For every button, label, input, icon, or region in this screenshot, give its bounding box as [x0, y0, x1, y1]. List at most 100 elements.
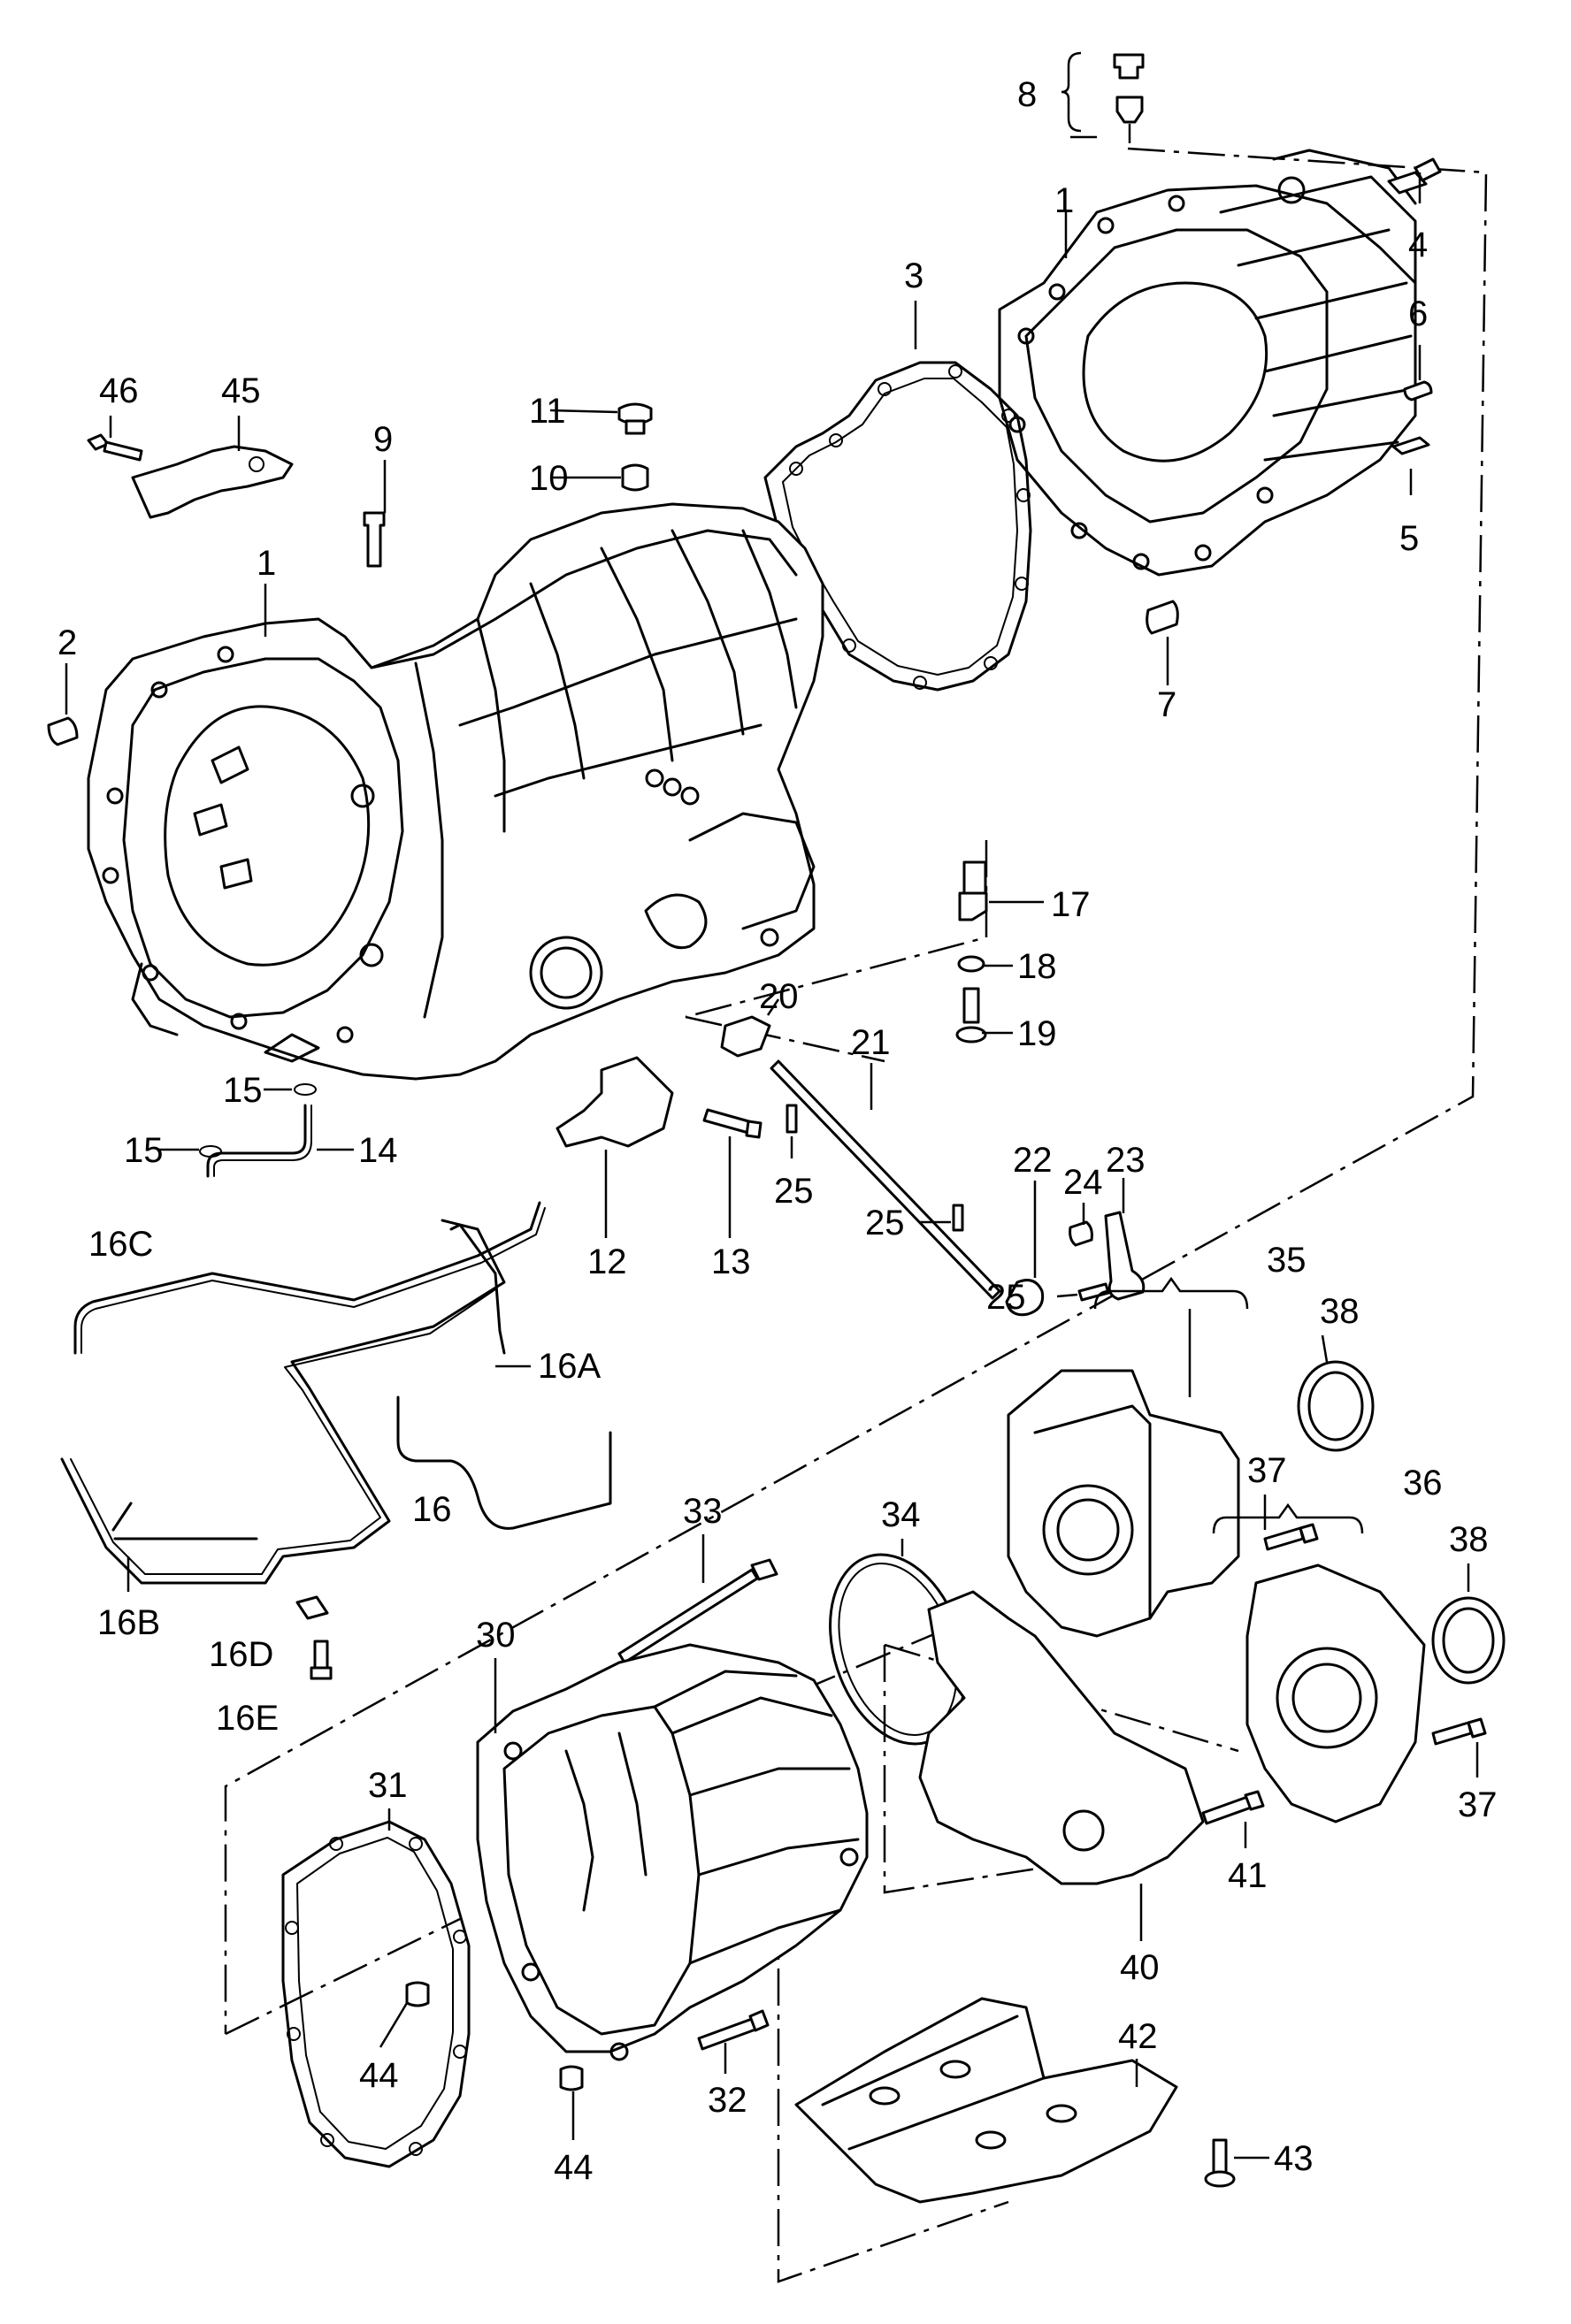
tube-part-16 [396, 1395, 612, 1530]
callout-5: 5 [1399, 519, 1419, 558]
callout-15: 15 [223, 1071, 263, 1110]
transfer-housing-part-1-upper [998, 149, 1417, 577]
callout-1: 1 [257, 544, 276, 583]
shift-rod-part-21 [770, 1059, 1001, 1300]
callout-16: 16 [412, 1490, 452, 1529]
pin-part-25b [952, 1204, 964, 1232]
callout-14: 14 [358, 1131, 398, 1170]
bolt-part-4 [1387, 157, 1442, 195]
bolt-part-19 [955, 987, 987, 1044]
callout-36: 36 [1403, 1464, 1443, 1502]
bolt-part-16E [310, 1640, 333, 1680]
housing-part-30 [476, 1643, 869, 2061]
callout-7: 7 [1157, 685, 1176, 724]
callout-38: 38 [1320, 1292, 1360, 1331]
callout-35: 35 [1267, 1241, 1307, 1280]
pad-part-5 [1391, 436, 1430, 455]
bracket-part-40 [918, 1590, 1205, 1885]
bolt-part-37a [1263, 1523, 1319, 1551]
callout-21: 21 [851, 1023, 891, 1062]
callout-44: 44 [359, 2056, 399, 2095]
callout-16A: 16A [538, 1347, 601, 1386]
bolt-part-33 [617, 1558, 778, 1664]
clip-part-22 [1005, 1279, 1045, 1317]
breather-cap-part-8 [1061, 51, 1145, 143]
callout-16D: 16D [209, 1635, 273, 1674]
callout-43: 43 [1274, 2139, 1314, 2178]
pin-part-25a [786, 1104, 798, 1134]
o-ring-part-15b [199, 1145, 222, 1158]
tube-part-16A [449, 1223, 506, 1355]
cover-part-36 [1245, 1563, 1426, 1823]
bushing-part-24 [1069, 1220, 1093, 1247]
seal-part-38a [1297, 1360, 1375, 1452]
lever-part-23 [1104, 1211, 1146, 1301]
callout-44: 44 [554, 2148, 594, 2187]
fork-part-12 [556, 1056, 674, 1148]
tube-part-14 [206, 1104, 312, 1178]
washer-part-18 [957, 955, 985, 973]
bracket-part-45 [131, 445, 294, 519]
callout-34: 34 [881, 1495, 921, 1534]
callout-17: 17 [1051, 885, 1091, 924]
callout-9: 9 [373, 420, 393, 459]
gasket-part-31 [281, 1820, 471, 2168]
seal-part-38b [1431, 1596, 1506, 1685]
bolt-part-32 [697, 2009, 770, 2051]
callout-13: 13 [711, 1242, 751, 1281]
callout-19: 19 [1017, 1014, 1057, 1053]
breather-part-10 [621, 463, 649, 492]
callout-8: 8 [1017, 75, 1037, 114]
transmission-housing-part-1-main [87, 502, 824, 1081]
tube-part-16B [60, 1219, 506, 1585]
callout-16C: 16C [88, 1225, 153, 1264]
callout-30: 30 [476, 1616, 516, 1655]
callout-6: 6 [1408, 294, 1428, 333]
callout-42: 42 [1118, 2017, 1158, 2056]
skid-plate-part-42 [794, 1997, 1178, 2204]
clip-part-16D [295, 1595, 329, 1620]
callout-11: 11 [529, 392, 566, 431]
callout-46: 46 [99, 371, 139, 410]
callout-32: 32 [708, 2081, 747, 2120]
bolt-part-46 [87, 433, 143, 462]
callout-25: 25 [774, 1172, 814, 1211]
callout-33: 33 [683, 1492, 723, 1531]
bolt-part-9 [363, 511, 386, 568]
callout-12: 12 [587, 1242, 627, 1281]
callout-18: 18 [1017, 947, 1057, 986]
callout-16B: 16B [97, 1603, 160, 1642]
cap-part-11 [617, 402, 653, 435]
callout-10: 10 [529, 459, 569, 498]
plug-part-44b [559, 2065, 584, 2091]
callout-45: 45 [221, 371, 261, 410]
callout-40: 40 [1120, 1948, 1160, 1987]
leader-lines [65, 135, 1479, 2160]
callout-15: 15 [124, 1131, 164, 1170]
callout-2: 2 [57, 623, 77, 662]
tube-part-16C [73, 1201, 546, 1355]
pin-part-25c [1077, 1282, 1110, 1302]
drain-plug-part-2 [47, 716, 79, 746]
callout-20: 20 [759, 977, 799, 1016]
callout-labels: 8 1 4 3 6 5 7 46 45 9 11 10 1 2 17 18 19… [57, 75, 1498, 2187]
plug-part-44a [405, 1981, 430, 2007]
sensor-part-17 [958, 860, 988, 921]
sleeve-part-7 [1146, 600, 1179, 635]
adapter-part-35 [1007, 1309, 1240, 1638]
callout-41: 41 [1228, 1856, 1268, 1895]
bolt-part-37b [1431, 1717, 1487, 1746]
callout-1: 1 [1054, 181, 1074, 220]
callout-25: 25 [986, 1278, 1026, 1317]
callout-16E: 16E [216, 1699, 279, 1738]
callout-4: 4 [1408, 226, 1428, 264]
dowel-part-6 [1403, 380, 1433, 401]
bolt-part-13 [702, 1108, 763, 1139]
callout-22: 22 [1013, 1141, 1053, 1180]
callout-23: 23 [1106, 1141, 1146, 1180]
o-ring-part-15a [294, 1083, 317, 1096]
bolt-part-43 [1204, 2138, 1236, 2188]
callout-25: 25 [865, 1204, 905, 1242]
